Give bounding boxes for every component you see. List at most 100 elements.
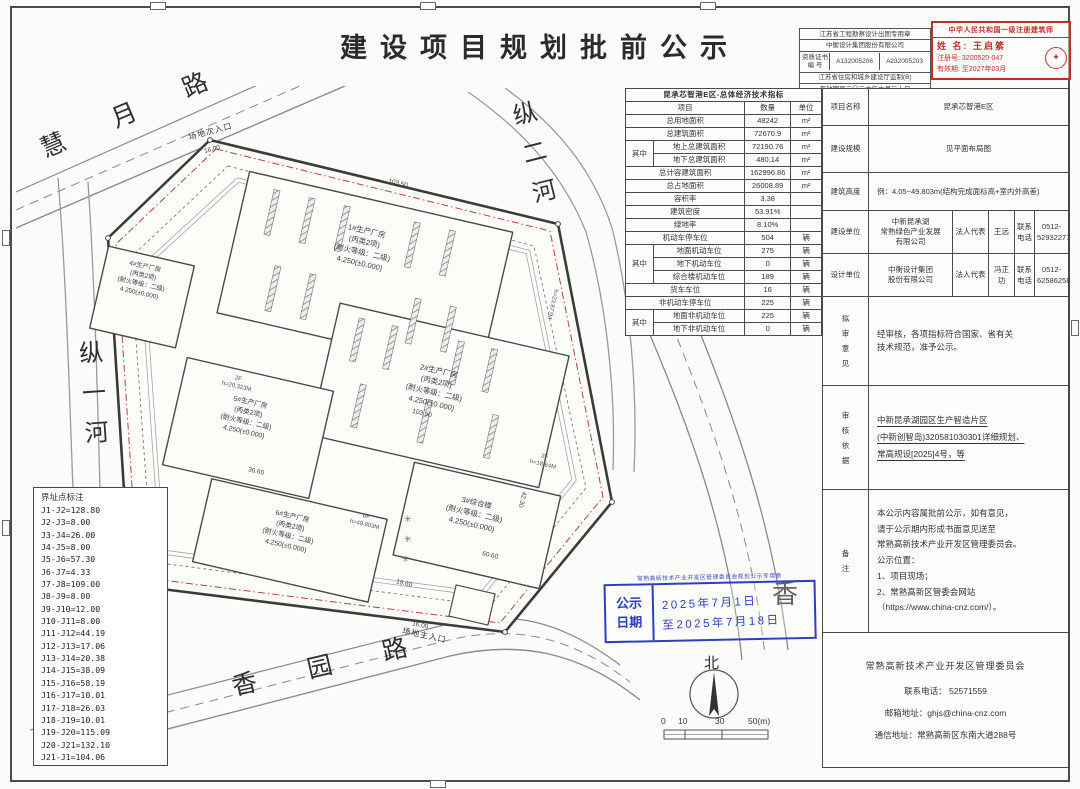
panel-row-footer: 常熟高新技术产业开发区管理委员会 联系电话： 52571559 邮箱地址：ghj…: [821, 632, 1070, 768]
boundary-item: J8-J9=8.00: [41, 591, 91, 602]
cell-sub-label: 其中: [625, 140, 654, 167]
cell-qty: 504: [744, 231, 792, 245]
footer-tel-value: 52571559: [949, 686, 987, 697]
field-label: 建设规模: [822, 125, 869, 173]
footer-addr-label: 通信地址：: [874, 729, 918, 740]
publish-date-stamp: 常熟高新技术产业开发区管理委员会规划公示专用章 公示 日期 2025年7月1日 …: [603, 570, 817, 644]
boundary-item: J4-J5=8.00: [41, 542, 91, 553]
cell-item: 总计容建筑面积: [624, 166, 746, 180]
rep-name: 王远: [988, 210, 1015, 254]
cell-item: 容积率: [624, 192, 746, 206]
field-label: 建筑高度: [822, 172, 869, 211]
panel-row-basis: 审 核 依 据 中新昆承湖园区生产智造片区 (中新创智岛)32058103030…: [822, 385, 1070, 490]
col-unit: 单位: [790, 101, 822, 115]
cell-unit: m²: [790, 179, 822, 193]
cell-qty: 48242: [744, 114, 792, 128]
building-2: [309, 302, 570, 489]
footer-email-value: ghjs@china-cnz.com: [927, 707, 1007, 718]
building-5: [161, 356, 335, 500]
managing-org: 常熟高新技术产业开发区管理委员会: [865, 660, 1026, 671]
seal-emblem-icon: ✦: [1043, 38, 1069, 78]
cell-item: 总建筑面积: [624, 127, 746, 141]
registration-mark: [2, 520, 10, 536]
cell-unit: m²: [790, 114, 822, 128]
cell-item: 绿地率: [624, 218, 746, 232]
cert-no-1: A132005206: [830, 53, 880, 71]
footer-addr: 通信地址：常熟高新区东南大道288号: [825, 729, 1066, 742]
tel-label: 联系 电话: [1014, 253, 1035, 297]
architect-name: 姓 名: 王启綮: [937, 40, 1043, 54]
cell-qty: 225: [744, 296, 792, 310]
compass-north-label: 北: [704, 655, 719, 672]
building-7: [448, 584, 496, 626]
panel-row-name: 项目名称 昆承芯智港E区: [822, 88, 1070, 126]
architect-stamp-title: 中华人民共和国一级注册建筑师: [933, 23, 1069, 38]
tree-icon: ✳: [404, 514, 412, 524]
registration-mark: [420, 2, 436, 10]
boundary-item: J2-J3=8.00: [41, 517, 91, 528]
boundary-item: J17-J18=26.03: [41, 702, 106, 713]
scale-tick: 30: [715, 716, 725, 726]
scale-tick: 50(m): [748, 716, 770, 726]
field-label: 备 注: [822, 489, 869, 633]
boundary-item: J9-J10=12.00: [41, 603, 101, 614]
boundary-item: J14-J15=38.09: [41, 665, 106, 676]
boundary-items: J1-J2=128.80 J2-J3=8.00 J3-J4=26.00 J4-J…: [41, 504, 167, 763]
col-qty: 数量: [744, 101, 792, 115]
boundary-item: J5-J6=57.30: [41, 554, 96, 565]
cell-item: 非机动车停车位: [624, 296, 746, 310]
cell-unit: m²: [790, 153, 822, 167]
field-label: 设计单位: [822, 253, 869, 297]
field-label: 拟 审 意 见: [822, 296, 869, 386]
boundary-item: J15-J16=58.19: [41, 677, 106, 688]
rep-label: 法人代表: [952, 210, 989, 254]
page-title: 建设项目规划批前公示: [340, 33, 740, 63]
panel-row-remark: 备 注 本公示内容属批前公示，如有意见， 请于公示期内形成书面意见送至 常熟高新…: [822, 489, 1070, 633]
publish-date-to: 至2025年7月18日: [662, 613, 781, 632]
cell-qty: 162996.86: [744, 166, 792, 180]
registration-mark: [150, 2, 166, 10]
boundary-point-list: 界址点标注 J1-J2=128.80 J2-J3=8.00 J3-J4=26.0…: [33, 487, 168, 767]
footer-email-label: 邮箱地址：: [884, 707, 928, 718]
col-item: 项目: [624, 101, 746, 115]
registration-mark: [430, 780, 446, 788]
panel-row-builder: 建设单位 中新昆承湖 常熟绿色产业发展 有限公司 法人代表 王远 联系 电话 0…: [822, 210, 1070, 254]
road-xiang-label: 香: [772, 579, 799, 609]
boundary-item: J21-J1=104.06: [41, 751, 106, 762]
cell-unit: 辆: [790, 257, 822, 271]
reg-label: 注册号:: [937, 54, 960, 62]
stamp-line: 中衡设计集团股份有限公司: [800, 40, 930, 52]
name-label: 姓 名:: [937, 41, 969, 51]
boundary-item: J12-J13=17.06: [41, 640, 106, 651]
scale-tick-labels: 0 10 30 50(m): [661, 716, 770, 726]
cell-unit: m²: [790, 127, 822, 141]
cell-item: 地上总建筑面积: [652, 140, 746, 154]
building-6: [191, 478, 388, 603]
building-4: [88, 245, 196, 349]
footer-email: 邮箱地址：ghjs@china-cnz.com: [825, 707, 1066, 720]
compass: 北: [689, 655, 739, 719]
cell-qty: 72670.9: [744, 127, 792, 141]
valid-value: 至2027年03月: [961, 65, 1007, 73]
cell-qty: 72190.76: [744, 140, 792, 154]
cell-item: 地面非机动车位: [652, 309, 746, 323]
project-name: 昆承芯智港E区: [867, 88, 1070, 126]
rep-name: 冯正功: [988, 253, 1015, 297]
cell-unit: [790, 192, 822, 206]
boundary-item: J13-J14=20.38: [41, 653, 106, 664]
cell-unit: 辆: [790, 296, 822, 310]
stamp-line: 江苏省工程勘察设计出图专用章: [800, 29, 930, 41]
cell-qty: 26008.89: [744, 179, 792, 193]
cell-item: 货车车位: [624, 283, 746, 297]
road-east-lines: [647, 319, 789, 661]
tel-value: 0512-52932277: [1033, 210, 1070, 254]
